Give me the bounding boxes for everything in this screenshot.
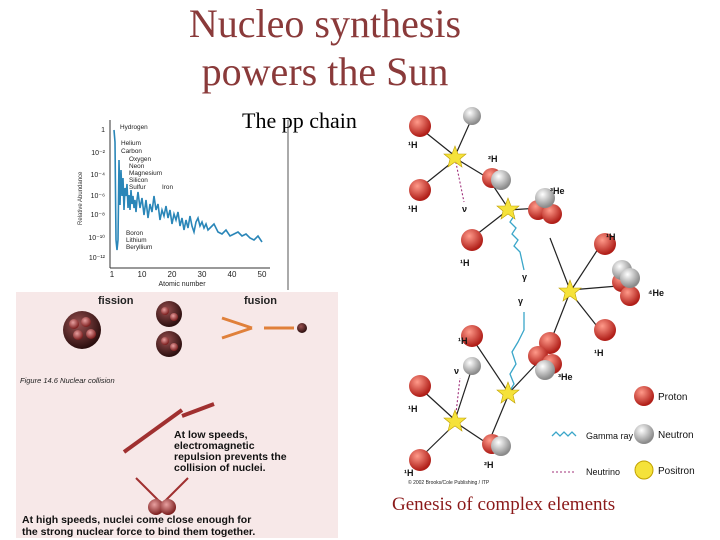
element-label: Beryllium [126, 244, 152, 251]
legend-positron: Positron [658, 466, 695, 477]
caption: Genesis of complex elements [392, 494, 616, 515]
element-label: Sulfur [129, 184, 147, 191]
high-speed-collision [135, 477, 189, 515]
label-2h: ²H [484, 460, 494, 470]
legend-gamma-swatch [551, 431, 577, 437]
fusion-label: fusion [244, 295, 277, 307]
label-1h: ¹H [408, 204, 418, 214]
high-speed-line: At high speeds, nuclei come close enough… [22, 514, 251, 526]
label-1h: ¹H [594, 348, 604, 358]
low-speed-line: repulsion prevents the [174, 451, 287, 463]
fission-label: fission [98, 295, 134, 307]
low-speed-arrows [122, 402, 215, 454]
x-tick: 40 [228, 270, 237, 279]
element-label: Helium [121, 140, 141, 147]
figure-caption: Figure 14.6 Nuclear collision [20, 376, 115, 385]
low-speed-line: At low speeds, [174, 429, 248, 441]
y-tick: 10⁻⁸ [91, 212, 105, 219]
label-4he: ⁴He [648, 288, 664, 298]
element-label: Iron [162, 184, 173, 191]
low-speed-line: electromagnetic [174, 440, 255, 452]
reaction-lines [419, 117, 619, 459]
label-nu: ν [454, 366, 459, 376]
y-tick: 1 [101, 127, 105, 134]
legend-neutron-swatch [634, 424, 654, 444]
element-label: Magnesium [129, 170, 162, 177]
y-tick: 10⁻² [91, 150, 105, 157]
neutron-particles [463, 107, 640, 456]
x-tick: 50 [258, 270, 267, 279]
abundance-curve [113, 129, 263, 251]
label-1h: ¹H [606, 232, 616, 242]
element-label: Neon [129, 163, 145, 170]
label-1h: ¹H [408, 140, 418, 150]
legend-proton: Proton [658, 392, 687, 403]
element-label: Oxygen [129, 156, 151, 163]
particle-labels: ¹H ¹H ²H ³He ¹H ¹H ⁴He ¹H ¹H ³He ¹H ²H ¹… [404, 140, 664, 478]
element-label: Carbon [121, 148, 142, 155]
y-axis-label: Relative Abundance [78, 171, 84, 225]
legend-positron-swatch [634, 460, 654, 480]
label-1h: ¹H [460, 258, 470, 268]
element-label: Silicon [129, 177, 148, 184]
gamma-rays [507, 209, 525, 395]
element-label: Boron [126, 230, 143, 237]
label-gamma: γ [522, 272, 527, 282]
label-3he: ³He [550, 186, 565, 196]
fission-nucleus [63, 311, 101, 349]
pp-chain-diagram: ¹H ¹H ²H ³He ¹H ¹H ⁴He ¹H ¹H ³He ¹H ²H ¹… [404, 107, 695, 486]
y-ticks: 1 10⁻² 10⁻⁴ 10⁻⁶ 10⁻⁸ 10⁻¹⁰ 10⁻¹² [88, 127, 105, 262]
low-speed-line: collision of nuclei. [174, 462, 266, 474]
element-labels: Hydrogen Helium Carbon Oxygen Neon Magne… [120, 124, 173, 251]
label-1h: ¹H [458, 336, 468, 346]
label-1h: ¹H [404, 468, 414, 478]
label-gamma: γ [518, 296, 523, 306]
title-line-1: Nucleo synthesis [188, 1, 462, 46]
abundance-chart: Relative Abundance 1 10⁻² 10⁻⁴ 10⁻⁶ 10⁻⁸… [78, 120, 289, 290]
y-tick: 10⁻⁶ [91, 193, 105, 200]
legend-neutron: Neutron [658, 430, 694, 441]
element-label: Hydrogen [120, 124, 148, 131]
legend-neutrino: Neutrino [586, 467, 620, 477]
high-speed-line: the strong nuclear force to bind them to… [22, 526, 255, 538]
neutrino-lines [454, 157, 465, 423]
fission-fusion-panel: fission fusion Figure 14.6 Nuclear colli… [16, 292, 338, 538]
y-tick: 10⁻⁴ [91, 172, 106, 179]
low-speed-text: At low speeds, electromagnetic repulsion… [174, 429, 290, 474]
element-label: Lithium [126, 237, 147, 244]
fission-product-top [156, 301, 182, 327]
title-line-2: powers the Sun [201, 49, 449, 94]
y-tick: 10⁻¹² [89, 255, 106, 262]
x-tick: 20 [168, 270, 177, 279]
x-tick: 10 [138, 270, 147, 279]
x-ticks: 1 10 20 30 40 50 [110, 270, 267, 279]
fission-product-bottom [156, 331, 182, 357]
legend: Proton Neutron Positron Gamma ray Neutri… [551, 386, 695, 480]
y-tick: 10⁻¹⁰ [88, 234, 105, 242]
x-tick: 1 [110, 270, 115, 279]
label-1h: ¹H [408, 404, 418, 414]
fusion-arrows [221, 316, 294, 340]
copyright-notice: © 2002 Brooks/Cole Publishing / ITP [408, 479, 490, 486]
label-nu: ν [462, 204, 467, 214]
x-tick: 30 [198, 270, 207, 279]
label-2h: ²H [488, 154, 498, 164]
fusion-flashes [443, 145, 582, 432]
legend-gamma: Gamma ray [586, 431, 634, 441]
high-speed-text: At high speeds, nuclei come close enough… [22, 514, 255, 538]
legend-proton-swatch [634, 386, 654, 406]
pp-chain-label: The pp chain [242, 108, 357, 133]
label-3he: ³He [558, 372, 573, 382]
x-axis-label: Atomic number [158, 281, 206, 288]
fusion-nucleus [297, 323, 307, 333]
